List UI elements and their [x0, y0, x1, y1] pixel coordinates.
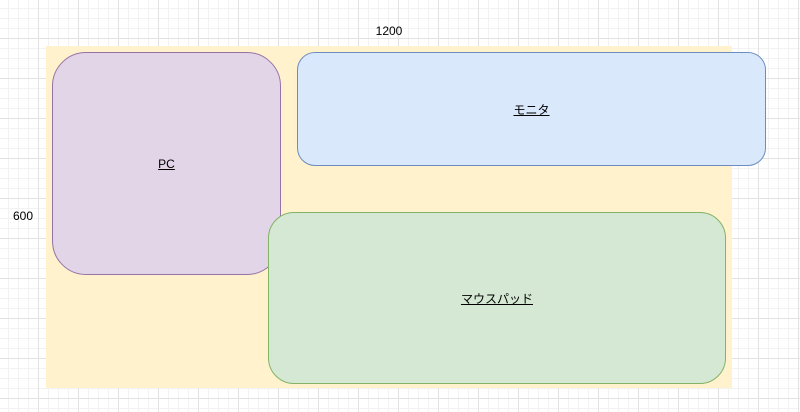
mousepad-shape[interactable]: マウスパッド: [268, 212, 726, 384]
mousepad-shape-label: マウスパッド: [460, 291, 533, 306]
monitor-shape[interactable]: モニタ: [297, 52, 766, 166]
height-dimension-label[interactable]: 600: [12, 209, 34, 223]
pc-shape-label: PC: [158, 156, 175, 171]
width-dimension-label[interactable]: 1200: [375, 24, 403, 38]
monitor-shape-label: モニタ: [513, 102, 550, 117]
pc-shape[interactable]: PC: [52, 52, 281, 275]
